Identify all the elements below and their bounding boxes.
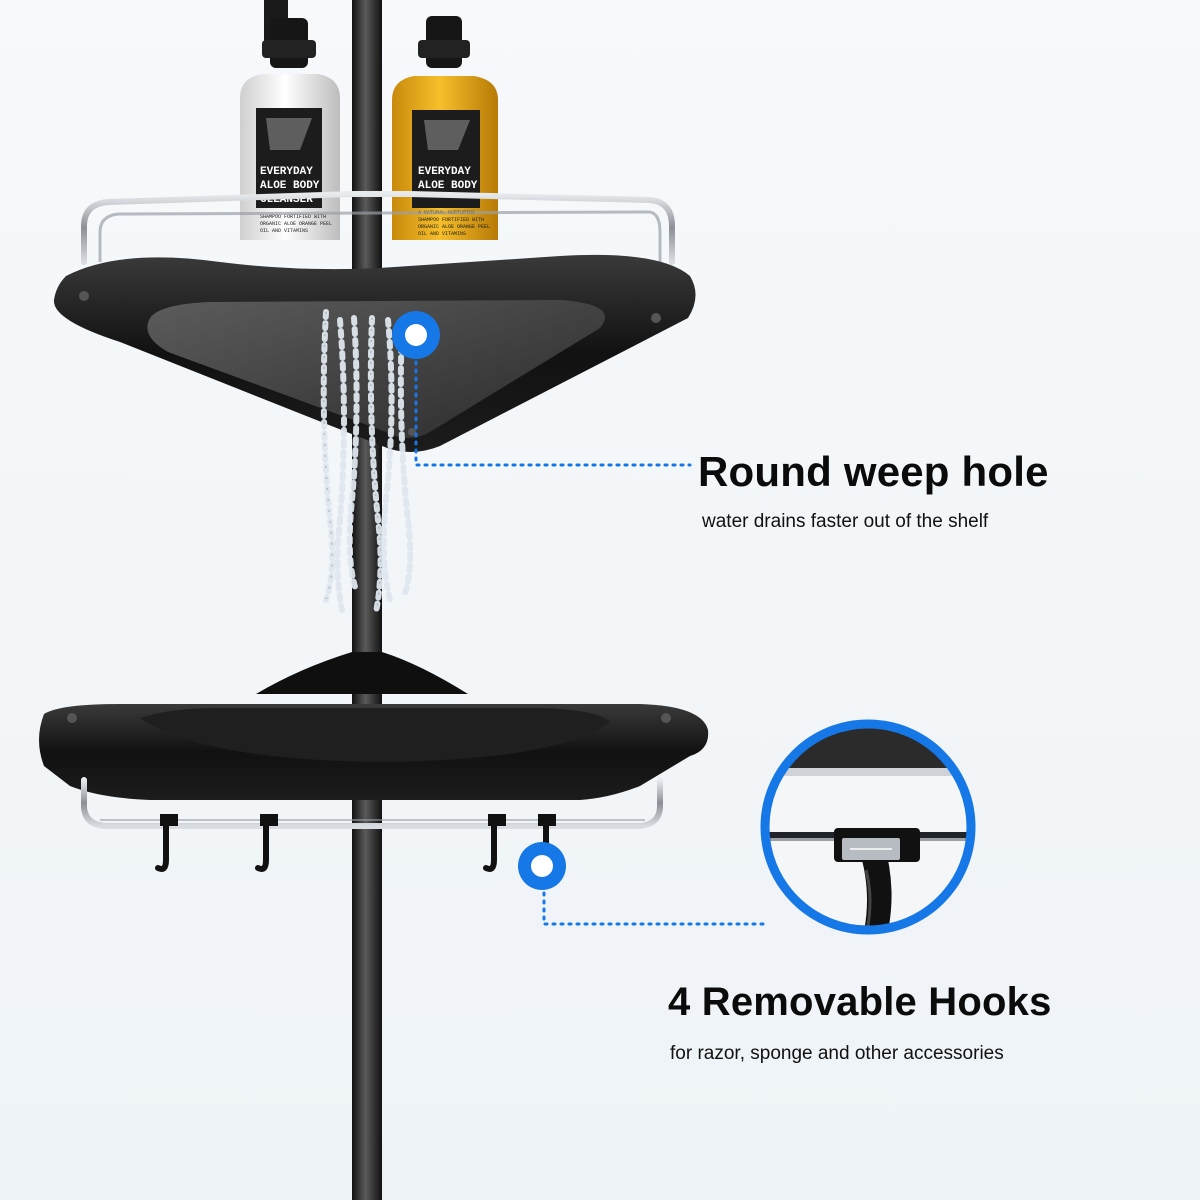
white-bottle-fineprint-2: ORGANIC ALOE ORANGE PEEL [260,221,332,227]
top-shelf: EVERYDAY ALOE BODY CLEANSER SHAMPOO FORT… [53,16,696,452]
hooks-title: 4 Removable Hooks [668,980,1052,1024]
white-bottle-label-line1: EVERYDAY [260,166,313,178]
hook-zoom-detail [760,719,976,935]
bottom-shelf-hook-rail [81,777,663,829]
removable-hook-3 [483,814,506,872]
weep-hole-title: Round weep hole [698,448,1049,495]
top-shelf-tray [147,300,606,438]
weep-hole-description: water drains faster out of the shelf [702,511,989,532]
weep-hole-marker [392,311,440,359]
weep-hole-leader-line [414,360,692,467]
water-drain-streams [320,309,414,615]
white-bottle: EVERYDAY ALOE BODY CLEANSER SHAMPOO FORT… [240,18,340,240]
yellow-bottle-fineprint-2: SHAMPOO FORTIFIED WITH [418,217,484,223]
yellow-bottle: EVERYDAY ALOE BODY A NATURAL NURTURING S… [392,16,498,240]
yellow-bottle-label-line1: EVERYDAY [418,166,471,178]
removable-hook-1 [155,814,178,872]
yellow-bottle-fineprint-4: OIL AND VITAMINS [418,231,466,237]
white-bottle-fineprint-3: OIL AND VITAMINS [260,228,308,234]
hooks-description: for razor, sponge and other accessories [670,1043,1004,1064]
yellow-bottle-label-line2: ALOE BODY [418,180,478,192]
yellow-bottle-fineprint-3: ORGANIC ALOE ORANGE PEEL [418,224,490,230]
top-shelf-rail [81,191,675,265]
white-bottle-label-line2: ALOE BODY [260,180,320,192]
bottom-shelf [39,652,709,872]
hooks-marker [518,842,566,890]
removable-hook-2 [255,814,278,872]
hooks-leader-line [542,891,770,926]
white-bottle-fineprint-1: SHAMPOO FORTIFIED WITH [260,214,326,220]
